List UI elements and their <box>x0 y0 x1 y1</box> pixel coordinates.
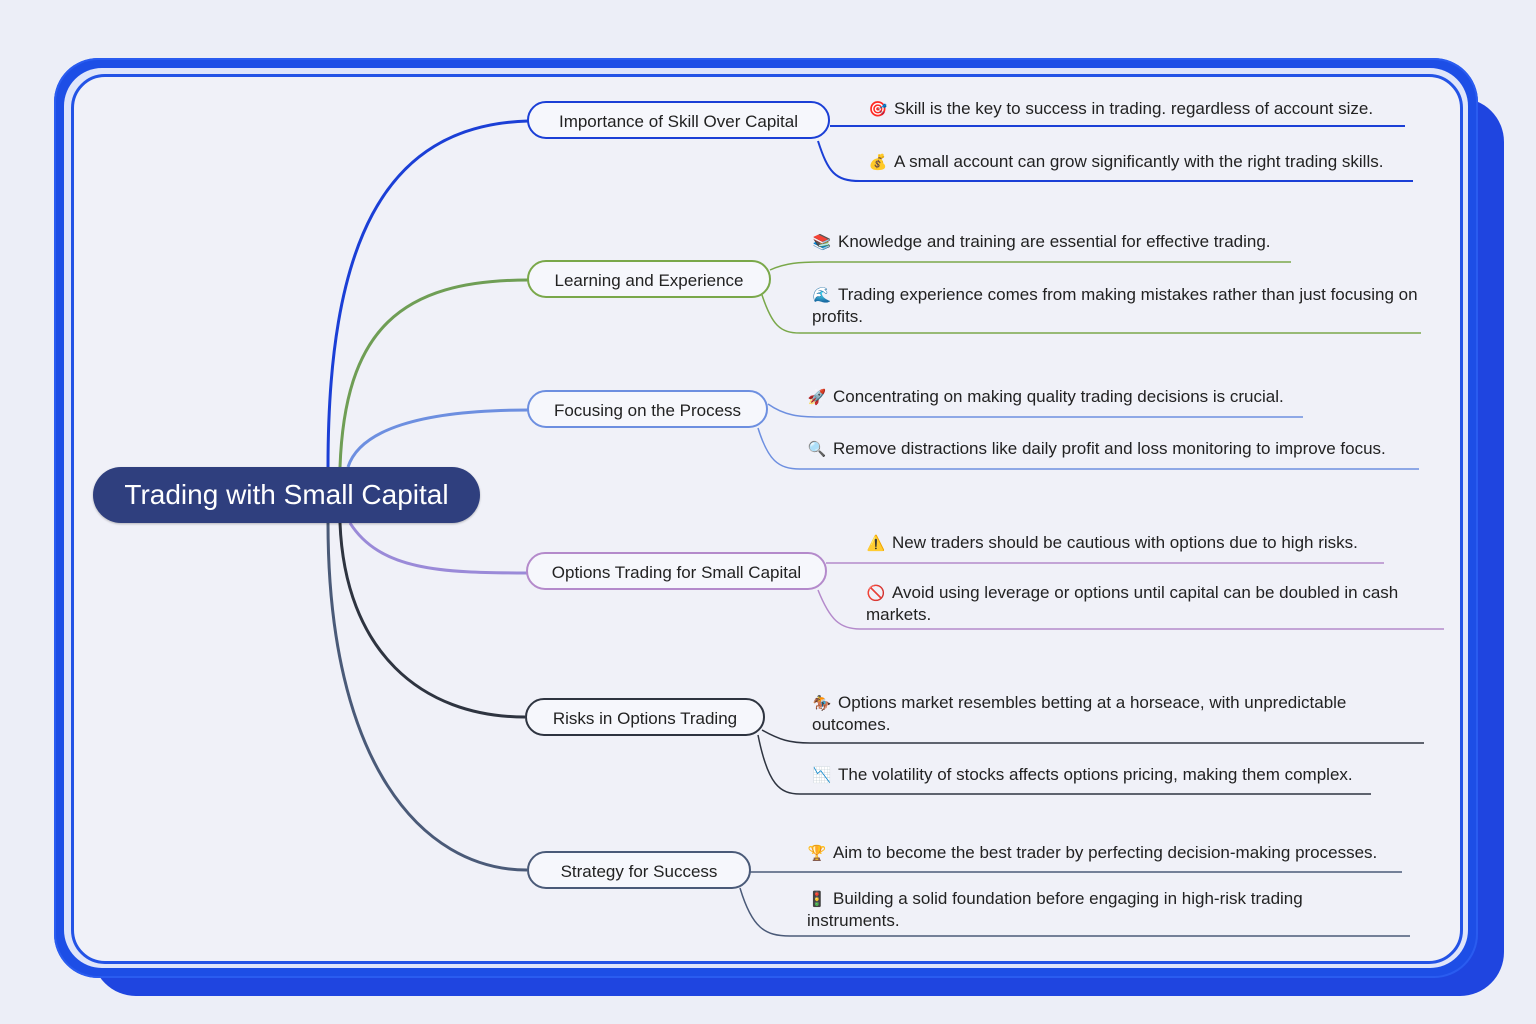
leaf-line-2-1 <box>769 261 1291 271</box>
leaf-line-1-2 <box>817 140 1413 182</box>
leaf-1-2: 💰 A small account can grow significantly … <box>868 151 1413 173</box>
magnifier-icon: 🔍 <box>807 441 827 458</box>
leaf-text: Knowledge and training are essential for… <box>838 232 1271 251</box>
connector-branch-4 <box>348 522 528 575</box>
leaf-text: A small account can grow significantly w… <box>894 152 1384 171</box>
leaf-2-1: 📚 Knowledge and training are essential fo… <box>812 231 1292 253</box>
leaf-text: Skill is the key to success in trading. … <box>894 99 1374 118</box>
leaf-text: New traders should be cautious with opti… <box>892 533 1358 552</box>
leaf-text: Aim to become the best trader by perfect… <box>833 843 1378 862</box>
leaf-line-6-2 <box>739 887 1410 937</box>
leaf-text: Concentrating on making quality trading … <box>833 387 1284 406</box>
leaf-4-1: ⚠️ New traders should be cautious with op… <box>866 532 1386 554</box>
connector-branch-6 <box>326 522 528 872</box>
prohibited-icon: 🚫 <box>866 585 886 602</box>
leaf-text: Avoid using leverage or options until ca… <box>866 583 1399 624</box>
wave-icon: 🌊 <box>812 287 832 304</box>
leaf-line-5-1 <box>761 729 1424 744</box>
horse-racing-icon: 🏇 <box>812 695 832 712</box>
leaf-text: Remove distractions like daily profit an… <box>833 439 1386 458</box>
leaf-line-2-2 <box>761 294 1421 334</box>
leaf-line-3-2 <box>757 427 1419 470</box>
target-icon: 🎯 <box>868 101 888 118</box>
leaf-3-1: 🚀 Concentrating on making quality trading… <box>807 386 1307 408</box>
leaf-line-3-1 <box>767 403 1303 418</box>
books-icon: 📚 <box>812 234 832 251</box>
leaf-text: Building a solid foundation before engag… <box>807 889 1303 930</box>
branch-focusing-on-process[interactable]: Focusing on the Process <box>527 390 768 428</box>
leaf-2-2: 🌊Trading experience comes from making mi… <box>812 284 1420 327</box>
leaf-text: Options market resembles betting at a ho… <box>812 693 1347 734</box>
leaf-6-2: 🚦Building a solid foundation before enga… <box>807 888 1332 931</box>
branch-strategy-for-success[interactable]: Strategy for Success <box>527 851 751 889</box>
leaf-1-1: 🎯 Skill is the key to success in trading.… <box>868 98 1408 120</box>
leaf-text: The volatility of stocks affects options… <box>838 765 1353 784</box>
leaf-text: Trading experience comes from making mis… <box>812 285 1418 326</box>
leaf-5-2: 📉 The volatility of stocks affects option… <box>812 764 1372 786</box>
central-topic[interactable]: Trading with Small Capital <box>93 467 480 523</box>
leaf-4-2: 🚫Avoid using leverage or options until c… <box>866 582 1426 625</box>
branch-learning-and-experience[interactable]: Learning and Experience <box>527 260 771 298</box>
leaf-5-1: 🏇Options market resembles betting at a h… <box>812 692 1372 735</box>
branch-importance-of-skill[interactable]: Importance of Skill Over Capital <box>527 101 830 139</box>
connector-branch-2 <box>338 278 529 468</box>
connector-branch-3 <box>346 408 529 468</box>
trophy-icon: 🏆 <box>807 845 827 862</box>
traffic-light-icon: 🚦 <box>807 891 827 908</box>
leaf-3-2: 🔍 Remove distractions like daily profit a… <box>807 438 1419 460</box>
branch-risks-in-options[interactable]: Risks in Options Trading <box>525 698 765 736</box>
branch-options-trading-small-capital[interactable]: Options Trading for Small Capital <box>526 552 827 590</box>
connector-branch-1 <box>326 119 529 468</box>
chart-decreasing-icon: 📉 <box>812 767 832 784</box>
warning-icon: ⚠️ <box>866 535 886 552</box>
rocket-icon: 🚀 <box>807 389 827 406</box>
leaf-6-1: 🏆 Aim to become the best trader by perfec… <box>807 842 1402 864</box>
money-bag-icon: 💰 <box>868 154 888 171</box>
leaf-line-5-2 <box>757 734 1371 795</box>
connector-branch-5 <box>338 522 526 719</box>
leaf-line-4-2 <box>817 589 1444 630</box>
